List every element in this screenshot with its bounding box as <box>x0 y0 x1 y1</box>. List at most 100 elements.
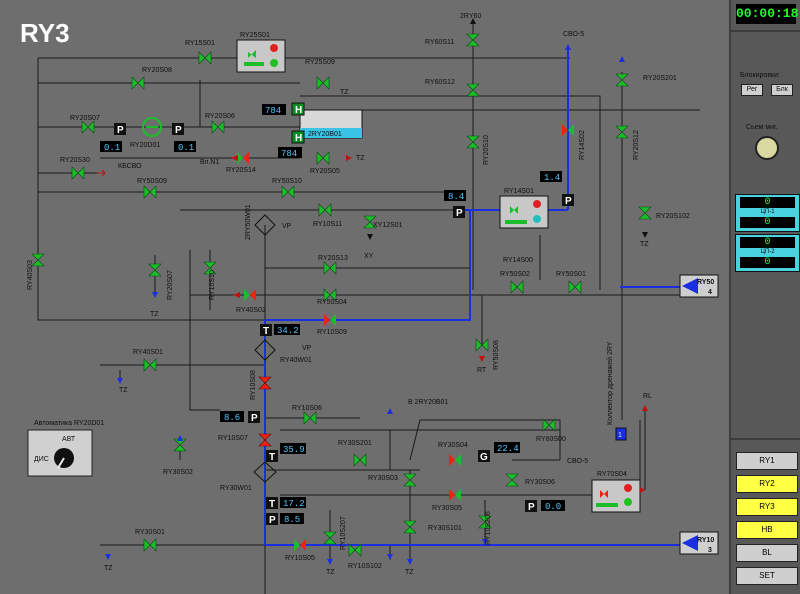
svg-text:RY30S06: RY30S06 <box>525 479 555 486</box>
svg-text:4: 4 <box>708 289 712 296</box>
block-blk-button[interactable]: Блк <box>771 84 793 96</box>
svg-text:RY60S00: RY60S00 <box>536 436 566 443</box>
svg-text:784: 784 <box>281 149 297 159</box>
svg-text:RY10S206: RY10S206 <box>485 511 492 545</box>
svg-text:0.0: 0.0 <box>545 502 561 512</box>
counter1-bottom: 0 <box>740 217 795 228</box>
counter2-top: 0 <box>740 237 795 248</box>
svg-text:22.4: 22.4 <box>497 444 519 454</box>
svg-text:RY50: RY50 <box>697 279 714 286</box>
svg-text:RY10S08: RY10S08 <box>250 370 257 400</box>
svg-text:RY30S02: RY30S02 <box>163 469 193 476</box>
svg-text:TZ: TZ <box>356 155 365 162</box>
svg-text:RY50S10: RY50S10 <box>272 178 302 185</box>
svg-text:P: P <box>175 125 182 136</box>
svg-text:RY25S09: RY25S09 <box>305 59 335 66</box>
svg-text:RY20S08: RY20S08 <box>142 67 172 74</box>
svg-text:RY70S04: RY70S04 <box>597 471 627 478</box>
svg-text:RY20S13: RY20S13 <box>318 255 348 262</box>
svg-text:VP: VP <box>282 223 292 230</box>
svg-text:TZ: TZ <box>326 569 335 576</box>
nav-hb-button[interactable]: HB <box>736 521 798 539</box>
pump-ry20d01[interactable] <box>142 117 162 137</box>
controller-ry25s01[interactable] <box>236 39 286 73</box>
block-reg-button[interactable]: Рег <box>741 84 763 96</box>
svg-text:G: G <box>480 452 488 463</box>
process-diagram: RY3 2RY20B01 <box>20 13 719 594</box>
svg-text:RY20S12: RY20S12 <box>633 130 640 160</box>
svg-text:RY30W01: RY30W01 <box>220 485 252 492</box>
svg-text:8.6: 8.6 <box>224 413 240 423</box>
controller-ry14s01[interactable] <box>499 195 549 229</box>
svg-text:RY20S07: RY20S07 <box>167 270 174 300</box>
svg-text:T: T <box>263 326 269 337</box>
nav-bl-button[interactable]: BL <box>736 544 798 562</box>
svg-text:RY10S207: RY10S207 <box>340 516 347 550</box>
reset-title: Сьем миг. <box>746 124 778 131</box>
svg-text:TZ: TZ <box>405 569 414 576</box>
svg-text:RY60S11: RY60S11 <box>425 39 454 46</box>
svg-text:Вп.N1: Вп.N1 <box>200 159 219 166</box>
svg-text:RY10S05: RY10S05 <box>285 555 315 562</box>
sidebar-divider <box>731 30 800 32</box>
svg-text:0.1: 0.1 <box>104 143 120 153</box>
svg-text:P: P <box>269 515 276 526</box>
nav-ry2-button[interactable]: RY2 <box>736 475 798 493</box>
tank-2ry20b01[interactable]: 2RY20B01 <box>299 109 363 139</box>
svg-text:Автоматика RY20D01: Автоматика RY20D01 <box>34 420 104 427</box>
svg-text:TZ: TZ <box>340 89 349 96</box>
svg-text:СВО-5: СВО-5 <box>567 458 588 465</box>
svg-text:3: 3 <box>708 547 712 554</box>
nav-ry1-button[interactable]: RY1 <box>736 452 798 470</box>
reset-blink-button[interactable] <box>755 136 779 160</box>
svg-text:T: T <box>269 452 275 463</box>
svg-text:RY15S01: RY15S01 <box>185 40 215 47</box>
controller-ry70s04[interactable] <box>591 479 641 513</box>
tag-labels: RY15S01 RY25S01 RY20S08 RY25S09 TZ RY20S… <box>27 13 690 576</box>
svg-text:АВТ: АВТ <box>62 436 76 443</box>
svg-text:784: 784 <box>265 106 281 116</box>
svg-text:СВО-5: СВО-5 <box>563 31 584 38</box>
svg-text:RY50S09: RY50S09 <box>137 178 167 185</box>
svg-text:P: P <box>565 196 572 207</box>
svg-text:VP: VP <box>302 345 312 352</box>
nav-set-button[interactable]: SET <box>736 567 798 585</box>
svg-text:RL: RL <box>643 393 652 400</box>
value-displays: 784 784 0.1 0.1 8.4 1.4 34.2 8.6 35.9 22… <box>100 104 565 525</box>
svg-text:RY14S02: RY14S02 <box>579 130 586 160</box>
outlet-ry10[interactable]: RY10 3 <box>679 531 719 555</box>
letter-indicators: H H P P P P T P T T P G P <box>114 102 574 526</box>
svg-text:RY30S101: RY30S101 <box>428 525 462 532</box>
svg-text:RY20S14: RY20S14 <box>226 167 256 174</box>
svg-text:RY50S02: RY50S02 <box>500 271 530 278</box>
block-title: Блокировки: <box>740 72 780 79</box>
svg-text:RY20S102: RY20S102 <box>656 213 690 220</box>
svg-text:RY50S01: RY50S01 <box>556 271 586 278</box>
svg-text:P: P <box>456 208 463 219</box>
nav-ry3-button[interactable]: RY3 <box>736 498 798 516</box>
svg-text:17.2: 17.2 <box>283 499 305 509</box>
svg-text:RY40W01: RY40W01 <box>280 357 312 364</box>
svg-text:RY20S30: RY20S30 <box>60 157 90 164</box>
auto-selector-ry20d01[interactable]: Автоматика RY20D01 АВТ ДИС <box>27 420 104 477</box>
svg-text:RY20S06: RY20S06 <box>205 113 235 120</box>
svg-text:T: T <box>269 499 275 510</box>
svg-text:2RY50W01: 2RY50W01 <box>245 204 252 240</box>
svg-text:P: P <box>117 125 124 136</box>
counter2-bottom: 0 <box>740 257 795 268</box>
outlet-ry50[interactable]: RY50 4 <box>679 274 719 298</box>
svg-text:TZ: TZ <box>119 387 128 394</box>
svg-text:RY40S02: RY40S02 <box>236 307 266 314</box>
arrows <box>97 18 648 565</box>
svg-text:2RY20B01: 2RY20B01 <box>308 131 342 138</box>
svg-text:Коллектор дренажей 2RY: Коллектор дренажей 2RY <box>606 341 614 425</box>
svg-text:8.4: 8.4 <box>448 192 464 202</box>
svg-text:RY10: RY10 <box>697 537 714 544</box>
svg-text:35.9: 35.9 <box>283 445 305 455</box>
svg-text:ДИС: ДИС <box>34 456 49 463</box>
svg-text:RY10S06: RY10S06 <box>292 405 322 412</box>
svg-text:RY40S03: RY40S03 <box>27 260 34 290</box>
clock-display: 00:00:18 <box>736 4 798 24</box>
svg-text:RY50S08: RY50S08 <box>493 340 500 370</box>
svg-text:RY20S201: RY20S201 <box>643 75 677 82</box>
